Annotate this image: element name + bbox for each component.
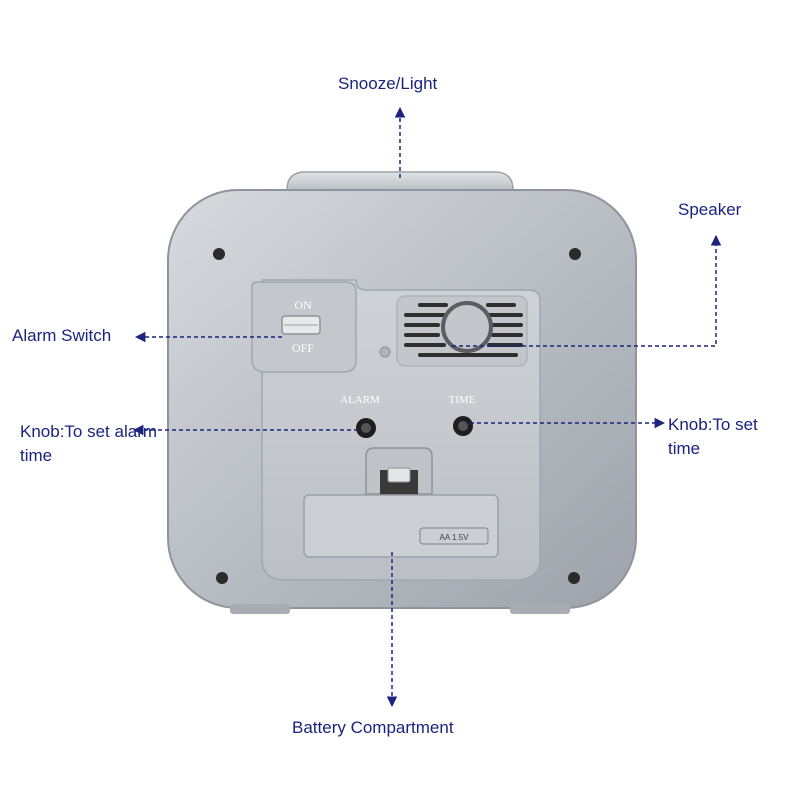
screw-bottom-left — [216, 572, 228, 584]
knob-alarm-label: ALARM — [340, 394, 380, 406]
switch-on-label: ON — [294, 298, 312, 312]
leader-lines — [132, 106, 722, 708]
callout-snooze-light: Snooze/Light — [338, 74, 438, 93]
clock-foot-right — [510, 604, 570, 614]
callout-knob-time: Knob:To set time — [668, 415, 758, 458]
screw-top-left — [213, 248, 225, 260]
callout-battery-compartment: Battery Compartment — [292, 718, 454, 737]
leader-speaker — [452, 234, 722, 347]
callout-knob-alarm: Knob:To set alarm time — [20, 422, 158, 465]
callout-speaker: Speaker — [678, 200, 742, 219]
sensor-dot — [379, 346, 391, 358]
switch-off-label: OFF — [292, 341, 314, 355]
battery-cover[interactable] — [303, 494, 499, 558]
screw-top-right — [569, 248, 581, 260]
clock-foot-left — [230, 604, 290, 614]
callout-alarm-switch: Alarm Switch — [12, 326, 112, 345]
battery-marking: AA 1.5V — [440, 533, 470, 542]
knob-time-label: TIME — [449, 394, 476, 406]
screw-bottom-right — [568, 572, 580, 584]
speaker-slots — [404, 303, 523, 357]
